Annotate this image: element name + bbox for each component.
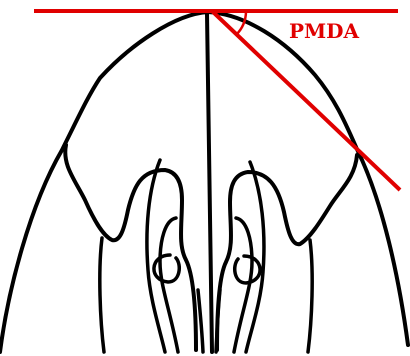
angle-arc xyxy=(236,11,246,35)
left-rib-2 xyxy=(160,218,178,352)
midline xyxy=(207,14,212,352)
angle-label: PMDA xyxy=(289,19,360,43)
right-rib-3 xyxy=(308,240,312,352)
right-rib-2 xyxy=(234,218,252,352)
left-ear-loop xyxy=(154,255,179,282)
inner-contour-right xyxy=(217,155,357,350)
inner-contour-left xyxy=(65,145,196,350)
left-rib-3 xyxy=(100,238,104,352)
right-ear-loop xyxy=(235,256,260,283)
midline-strand-left xyxy=(198,290,203,352)
